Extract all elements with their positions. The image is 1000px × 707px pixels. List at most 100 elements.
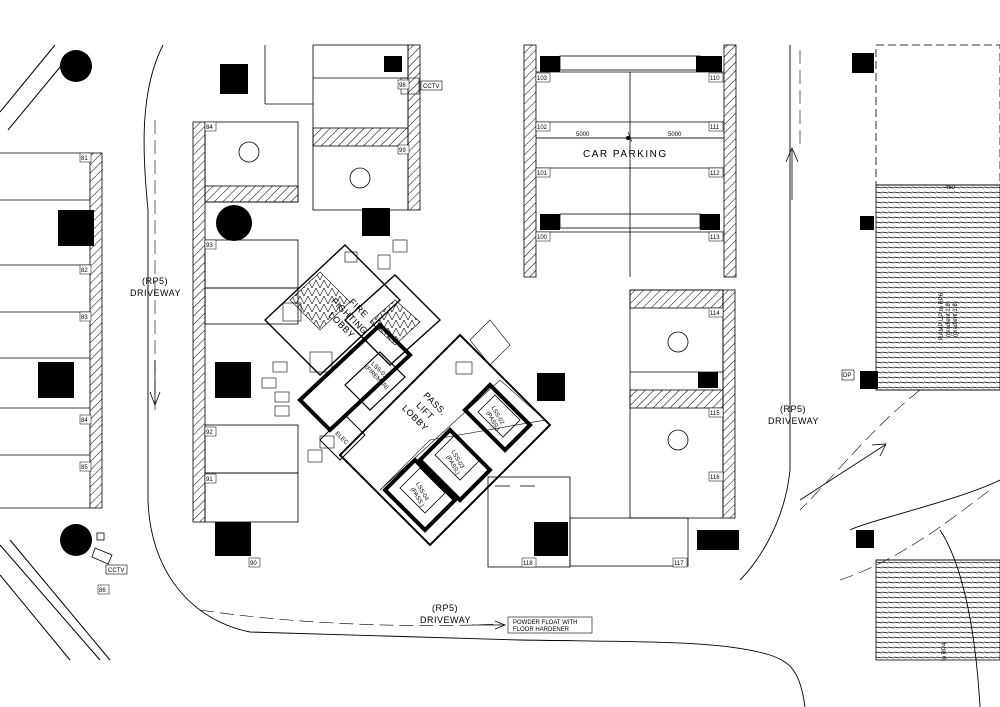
dimension-right: 5000 [668,132,682,138]
dimension-left: 5000 [576,132,590,138]
stall-tag: 81 [79,152,92,163]
stall-tag: 82 [79,264,92,275]
stall-tag: 117 [672,557,688,568]
ramp-lower-label: to RP4 [942,642,948,661]
svg-text:102: 102 [537,125,548,131]
accessible-parking-icon [238,141,689,451]
stall-tag: 102 [535,121,551,132]
svg-text:113: 113 [710,235,720,241]
stall-tag: 84 [79,414,92,425]
stall-tag: 93 [204,239,217,250]
stall-tag: 118 [521,557,537,568]
stall-tag: 112 [708,167,724,178]
svg-text:103: 103 [537,76,548,82]
dp-label: DP [843,373,851,379]
lift-lss-02: LSS-02 (PASS.) [484,405,505,432]
stall-tag: 103 [535,72,551,83]
right-parking [487,289,736,568]
svg-text:RAMP UP to RP6: RAMP UP to RP6 [939,292,945,340]
ramp-upper [875,44,1000,391]
svg-text:115: 115 [710,411,720,417]
svg-text:83: 83 [81,315,88,321]
svg-text:93: 93 [206,243,213,249]
stall-tag: 100 [535,231,551,242]
driveway-right-code: (RP5) [780,404,806,414]
svg-text:POWDER FLOAT WITH: POWDER FLOAT WITH [513,620,577,626]
svg-text:116: 116 [710,475,720,481]
centre-parking-columns [540,56,722,230]
svg-text:FLOOR HARDENER: FLOOR HARDENER [513,627,570,633]
stall-tag: 85 [79,461,92,472]
svg-text:CCTV: CCTV [108,568,124,574]
stall-tag: 86 [97,584,110,595]
left-diagonal-walls [0,44,111,661]
stall-tag: 111 [708,121,724,132]
svg-text:110: 110 [710,76,720,82]
elec-label: ELEC [334,431,350,447]
svg-text:100: 100 [537,235,548,241]
svg-text:90: 90 [250,561,257,567]
stall-tag: 99 [397,144,410,155]
traffic-arrows [149,146,887,630]
mid-left-parking [192,121,299,523]
cctv-camera-icon [91,532,113,565]
svg-text:81: 81 [81,156,88,162]
lift-lss-04: LSS-04 (PASS.) [409,482,430,509]
stall-tag: 98 [397,79,410,90]
stall-numbers: 81 82 83 84 85 86 84 93 92 91 90 98 99 1… [79,72,724,595]
stall-tag: 113 [708,231,724,242]
stall-tag: 92 [204,426,217,437]
stall-tag: 114 [708,307,724,318]
svg-text:118: 118 [523,561,533,567]
svg-text:111: 111 [710,125,720,131]
svg-text:117: 117 [674,561,684,567]
fire-fighting-core [263,244,442,433]
stall-tag: 101 [535,167,551,178]
top-parking-columns [362,56,402,236]
driveway-bottom-label: DRIVEWAY [420,615,471,625]
stall-tag: 84 [204,121,217,132]
stall-tag: 90 [248,557,261,568]
svg-text:85: 85 [81,465,88,471]
stall-tag: 115 [708,407,724,418]
driveway-left-code: (RP5) [142,276,168,286]
left-structure-columns [38,50,94,556]
passenger-lift-core [338,333,552,547]
svg-text:82: 82 [81,268,88,274]
centre-parking [523,44,737,278]
svg-text:(gradient 1:8): (gradient 1:8) [946,301,952,337]
passenger-lift-lobby-label: PASS. LIFT LOBBY [400,390,448,433]
small-service-boxes [261,77,855,463]
north-arrow-icon [626,136,630,140]
top-parking [264,44,421,211]
cctv-label-top: CCTV [420,80,443,91]
svg-text:101: 101 [537,171,548,177]
svg-text:99: 99 [399,148,406,154]
stall-tag: 91 [204,473,217,484]
svg-text:91: 91 [206,477,213,483]
stall-tag: 110 [708,72,724,83]
elec-room [319,414,366,461]
stall-tag: 83 [79,311,92,322]
driveway-bottom-code: (RP5) [432,603,458,613]
lift-lss-03: LSS-03 (PASS.) [444,449,465,476]
svg-text:CCTV: CCTV [423,84,439,90]
mid-left-columns [215,64,252,556]
car-parking-label: CAR PARKING [583,149,668,160]
ramp-level-label: 450 [945,185,956,191]
cctv-label-bottom: CCTV [105,564,128,575]
right-parking-columns [534,53,878,556]
svg-text:112: 112 [710,171,720,177]
floor-finish-note: POWDER FLOAT WITH FLOOR HARDENER [507,616,593,634]
svg-text:98: 98 [399,83,406,89]
ramp-lower [875,559,1000,661]
svg-text:114: 114 [710,311,720,317]
driveway-right-label: DRIVEWAY [768,416,819,426]
svg-text:(gradient 1:8): (gradient 1:8) [953,301,959,337]
svg-text:84: 84 [206,125,213,131]
svg-text:84: 84 [81,418,88,424]
stall-tag: 116 [708,471,724,482]
svg-text:86: 86 [99,588,106,594]
ramp-upper-label: RAMP UP to RP6 (gradient 1:8) (gradient … [939,292,959,340]
